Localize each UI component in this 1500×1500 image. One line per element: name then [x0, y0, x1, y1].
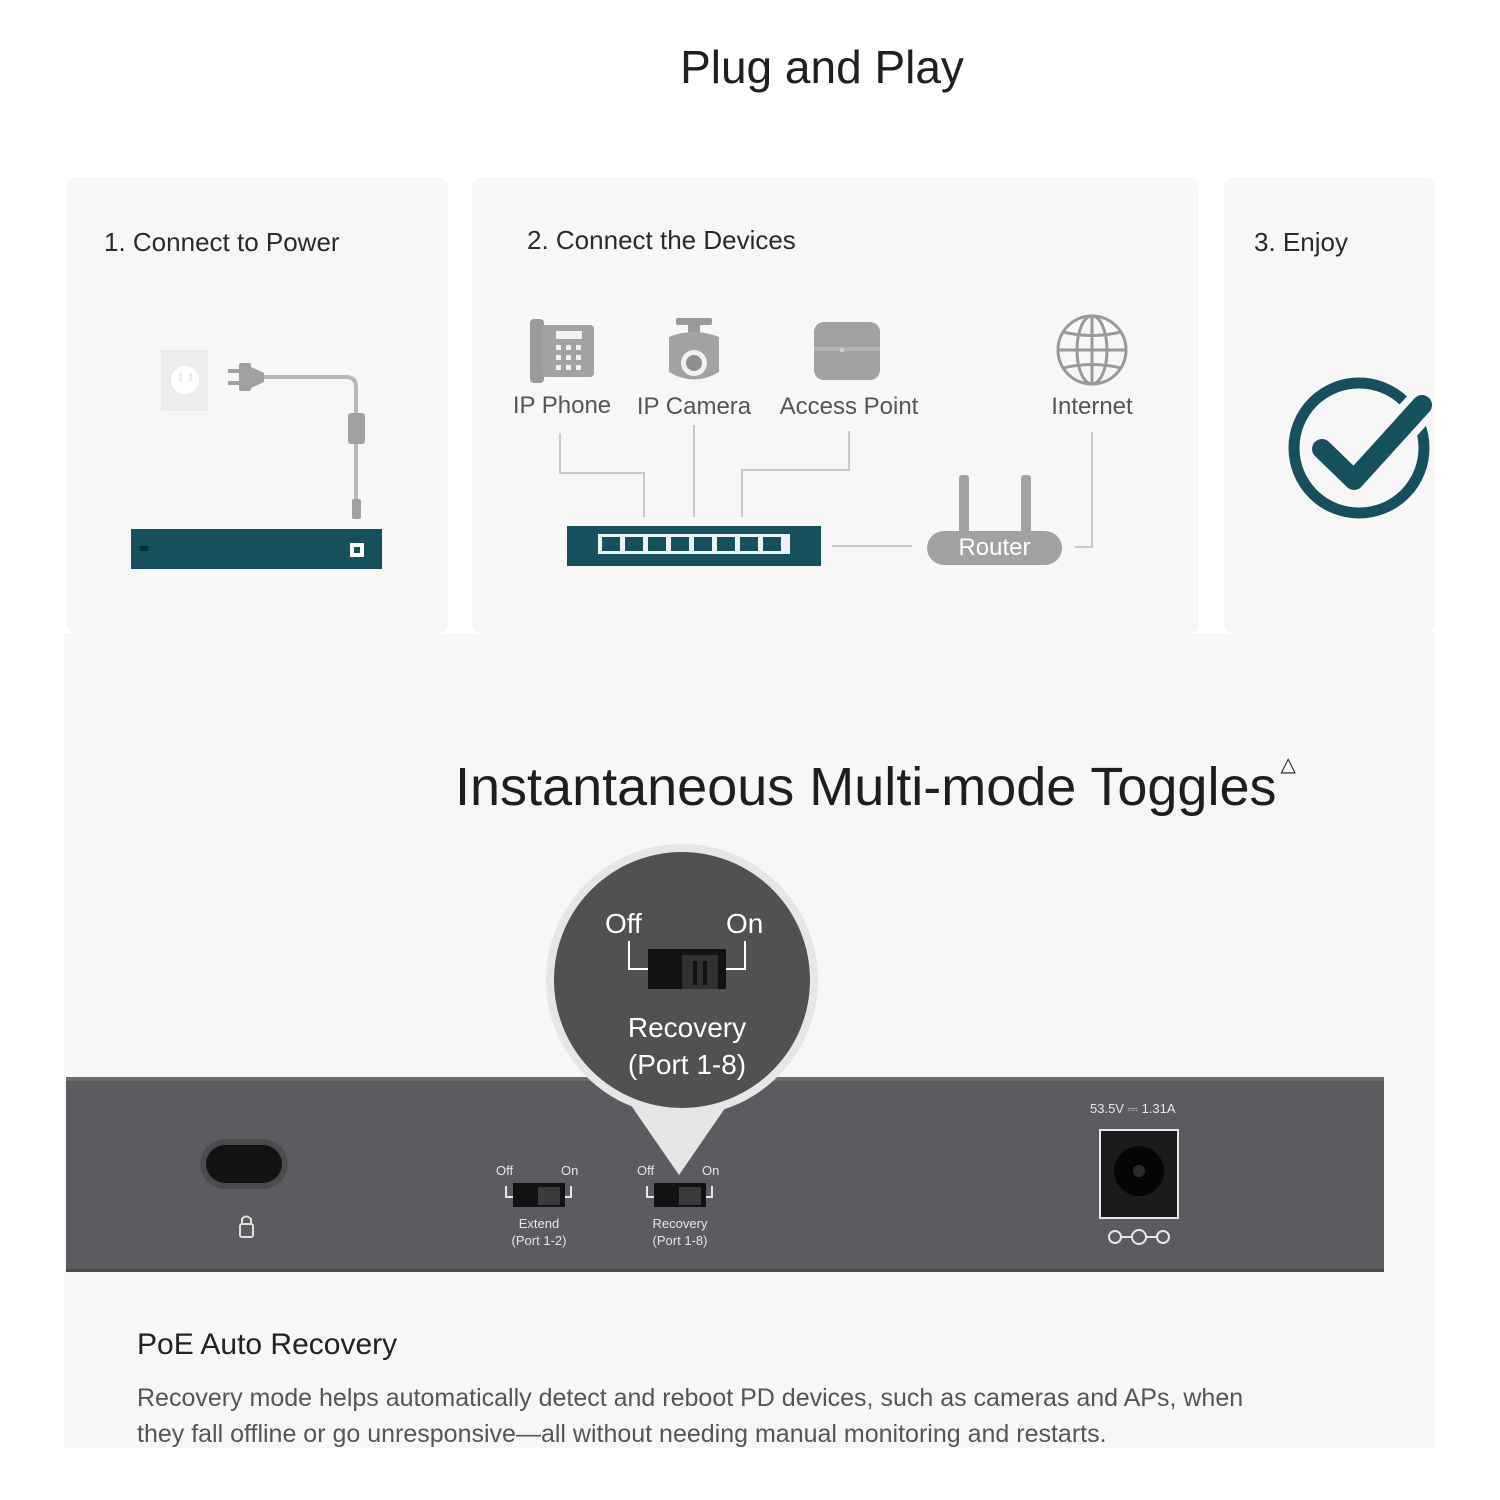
recovery-off-label: Off	[637, 1163, 655, 1178]
device-label-phone: IP Phone	[512, 392, 612, 419]
internet-globe-icon	[1056, 314, 1128, 386]
extend-mode-label: Extend	[518, 1216, 560, 1231]
topology-diagram	[530, 314, 1128, 566]
power-plug-icon	[228, 363, 365, 519]
ip-camera-icon	[669, 318, 719, 380]
recovery-ports-label: (Port 1-8)	[652, 1233, 708, 1248]
polarity-icon	[1108, 1229, 1170, 1245]
kensington-lock-slot	[200, 1139, 288, 1189]
footnote-mark: △	[1280, 754, 1296, 776]
feature-heading: PoE Auto Recovery	[137, 1328, 398, 1361]
zoom-ports-label: (Port 1-8)	[627, 1049, 747, 1080]
router-icon	[927, 475, 1062, 565]
page-title: Plug and Play	[680, 41, 964, 93]
device-label-router: Router	[958, 534, 1031, 561]
dc-power-jack	[1099, 1129, 1179, 1219]
zoom-mode-label: Recovery	[627, 1012, 747, 1043]
step-card-enjoy: 3. Enjoy	[1224, 177, 1435, 633]
access-point-icon	[814, 322, 880, 380]
step-title-enjoy: 3. Enjoy	[1254, 227, 1348, 257]
switch-front-icon	[567, 526, 821, 566]
check-icon	[1288, 377, 1435, 519]
zoom-on-label: On	[726, 908, 764, 939]
lock-icon	[239, 1215, 254, 1238]
rear-panel-details	[200, 1129, 1179, 1245]
magnifier-callout	[546, 844, 818, 1175]
wall-outlet-icon	[161, 350, 208, 411]
device-label-ap: Access Point	[779, 393, 919, 420]
step-card-power: 1. Connect to Power	[66, 177, 448, 633]
power-rating-label: 53.5V ⎓ 1.31A	[1090, 1101, 1176, 1116]
port-row	[602, 537, 781, 551]
extend-off-label: Off	[496, 1163, 514, 1178]
feature-description: Recovery mode helps automatically detect…	[137, 1384, 1244, 1448]
toggles-title: Instantaneous Multi-mode Toggles△	[455, 754, 1296, 817]
device-label-internet: Internet	[1051, 393, 1133, 420]
step-card-devices: 2. Connect the Devices	[472, 177, 1199, 633]
ip-phone-icon	[530, 319, 594, 383]
extend-ports-label: (Port 1-2)	[511, 1233, 567, 1248]
power-illustration	[131, 350, 382, 569]
zoom-off-label: Off	[605, 908, 642, 939]
connection-lines	[559, 425, 1093, 548]
step-title-power: 1. Connect to Power	[104, 227, 340, 257]
recovery-on-label: On	[702, 1163, 720, 1178]
recovery-mode-label: Recovery	[652, 1216, 708, 1231]
extend-on-label: On	[561, 1163, 579, 1178]
device-label-camera: IP Camera	[636, 393, 752, 420]
step-title-devices: 2. Connect the Devices	[527, 225, 796, 255]
switch-rear-icon	[131, 529, 382, 569]
